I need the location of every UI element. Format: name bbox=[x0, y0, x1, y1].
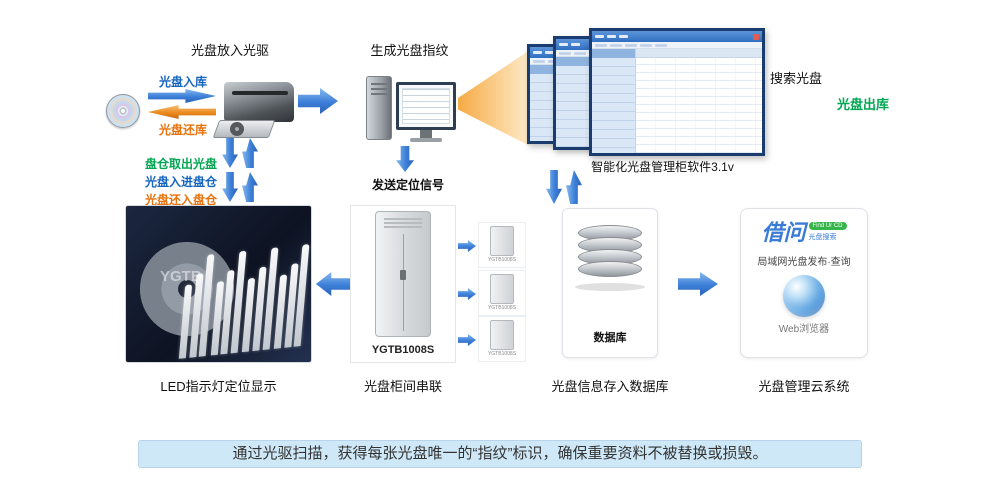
arrow-cabinet-chain-1 bbox=[458, 240, 476, 252]
window-table bbox=[636, 49, 762, 153]
cloud-brand-row: 借问 Find Ur CD 光盘搜索 bbox=[741, 222, 867, 244]
disc-in-label: 光盘入库 bbox=[158, 75, 207, 89]
software-window-front bbox=[589, 28, 765, 156]
drive-slot bbox=[232, 91, 288, 95]
drive-body bbox=[224, 82, 294, 122]
globe-icon bbox=[783, 275, 825, 317]
mini-cabinet-3: YGTB1008S bbox=[478, 316, 526, 362]
window-toolbar bbox=[592, 42, 762, 49]
cabinet-door-split bbox=[403, 234, 404, 331]
led-photo: YGTB bbox=[125, 205, 312, 363]
cabinet-lock bbox=[399, 270, 406, 280]
mini-cabinet-label: YGTB1008S bbox=[487, 351, 517, 357]
mini-cabinet-label: YGTB1008S bbox=[487, 305, 517, 311]
arrow-cabinet-chain-2 bbox=[458, 288, 476, 300]
database-caption: 光盘信息存入数据库 bbox=[551, 379, 669, 394]
cd-icon bbox=[106, 94, 140, 128]
arrow-bin-up-2 bbox=[242, 172, 258, 202]
cloud-brand-sub: 光盘搜索 bbox=[808, 234, 837, 241]
cabinet-icon bbox=[375, 211, 431, 337]
disc-slats bbox=[178, 228, 310, 359]
monitor-document bbox=[402, 88, 450, 124]
monitor-base bbox=[410, 138, 442, 142]
window-sidebar bbox=[592, 49, 637, 153]
arrow-software-to-db bbox=[546, 170, 562, 204]
mini-cabinet-1: YGTB1008S bbox=[478, 222, 526, 268]
bin-return-label: 光盘还入盘仓 bbox=[144, 193, 217, 207]
photo-watermark: YGTB bbox=[160, 268, 202, 285]
disc-return-label: 光盘还库 bbox=[158, 123, 207, 137]
cabinet-caption: 光盘柜间串联 bbox=[363, 379, 442, 394]
mini-cabinet-icon bbox=[490, 274, 514, 304]
bin-take-label: 盘仓取出光盘 bbox=[144, 157, 217, 171]
monitor-stand bbox=[420, 130, 432, 138]
mini-cabinet-icon bbox=[490, 226, 514, 256]
banner-text: 通过光驱扫描，获得每张光盘唯一的“指纹”标识，确保重要资料不被替换或损毁。 bbox=[232, 445, 768, 462]
disc-drive-icon bbox=[212, 82, 294, 138]
close-icon bbox=[753, 33, 759, 40]
computer-monitor-icon bbox=[396, 82, 456, 130]
cabinet-model-label: YGTB1008S bbox=[371, 344, 435, 356]
search-disc-label: 搜索光盘 bbox=[769, 71, 822, 86]
cloud-description: 局域网光盘发布·查询 bbox=[757, 257, 851, 268]
arrow-db-to-software bbox=[566, 170, 582, 204]
arrow-send-signal bbox=[396, 146, 414, 172]
web-browser-label: Web浏览器 bbox=[778, 324, 830, 335]
fingerprint-section-title: 生成光盘指纹 bbox=[370, 43, 449, 58]
arrow-drive-to-computer bbox=[298, 88, 338, 114]
drive-section-title: 光盘放入光驱 bbox=[190, 43, 269, 58]
banner: 通过光驱扫描，获得每张光盘唯一的“指纹”标识，确保重要资料不被替换或损毁。 bbox=[138, 440, 862, 468]
arrow-cabinet-chain-3 bbox=[458, 334, 476, 346]
tray-disc bbox=[230, 122, 244, 136]
arrow-disc-in bbox=[148, 89, 216, 103]
db-cylinder bbox=[578, 261, 642, 277]
arrow-bin-up-1 bbox=[242, 138, 258, 168]
mini-cabinet-2: YGTB1008S bbox=[478, 270, 526, 316]
disc-out-label: 光盘出库 bbox=[836, 97, 889, 112]
db-shadow bbox=[575, 283, 645, 291]
led-caption: LED指示灯定位显示 bbox=[160, 379, 277, 394]
window-titlebar bbox=[592, 31, 762, 42]
cloud-brand-logo: 借问 bbox=[761, 220, 806, 245]
cabinet-vent bbox=[384, 218, 422, 228]
database-icon: 数据库 bbox=[562, 208, 658, 358]
cabinet-photo: YGTB1008S bbox=[350, 205, 456, 363]
send-signal-label: 发送定位信号 bbox=[371, 178, 444, 192]
window-body bbox=[592, 49, 762, 153]
projection-beam bbox=[458, 50, 530, 146]
cloud-caption: 光盘管理云系统 bbox=[758, 379, 850, 394]
arrow-cabinet-to-led bbox=[316, 272, 350, 296]
arrow-db-to-cloud bbox=[678, 272, 718, 296]
arrow-disc-return bbox=[148, 105, 216, 119]
cloud-badge: Find Ur CD bbox=[808, 222, 847, 230]
cloud-system-panel: 借问 Find Ur CD 光盘搜索 局域网光盘发布·查询 Web浏览器 bbox=[740, 208, 868, 358]
mini-cabinet-label: YGTB1008S bbox=[487, 257, 517, 263]
software-name-label: 智能化光盘管理柜软件3.1v bbox=[591, 160, 734, 174]
arrow-bin-down-1 bbox=[222, 138, 238, 168]
window-sidebar bbox=[556, 57, 593, 147]
computer-tower-icon bbox=[366, 76, 392, 140]
drive-tray bbox=[212, 120, 276, 138]
arrow-bin-down-2 bbox=[222, 172, 238, 202]
bin-in-label: 光盘入进盘仓 bbox=[144, 175, 217, 189]
mini-cabinet-icon bbox=[490, 320, 514, 350]
database-label: 数据库 bbox=[593, 332, 627, 344]
